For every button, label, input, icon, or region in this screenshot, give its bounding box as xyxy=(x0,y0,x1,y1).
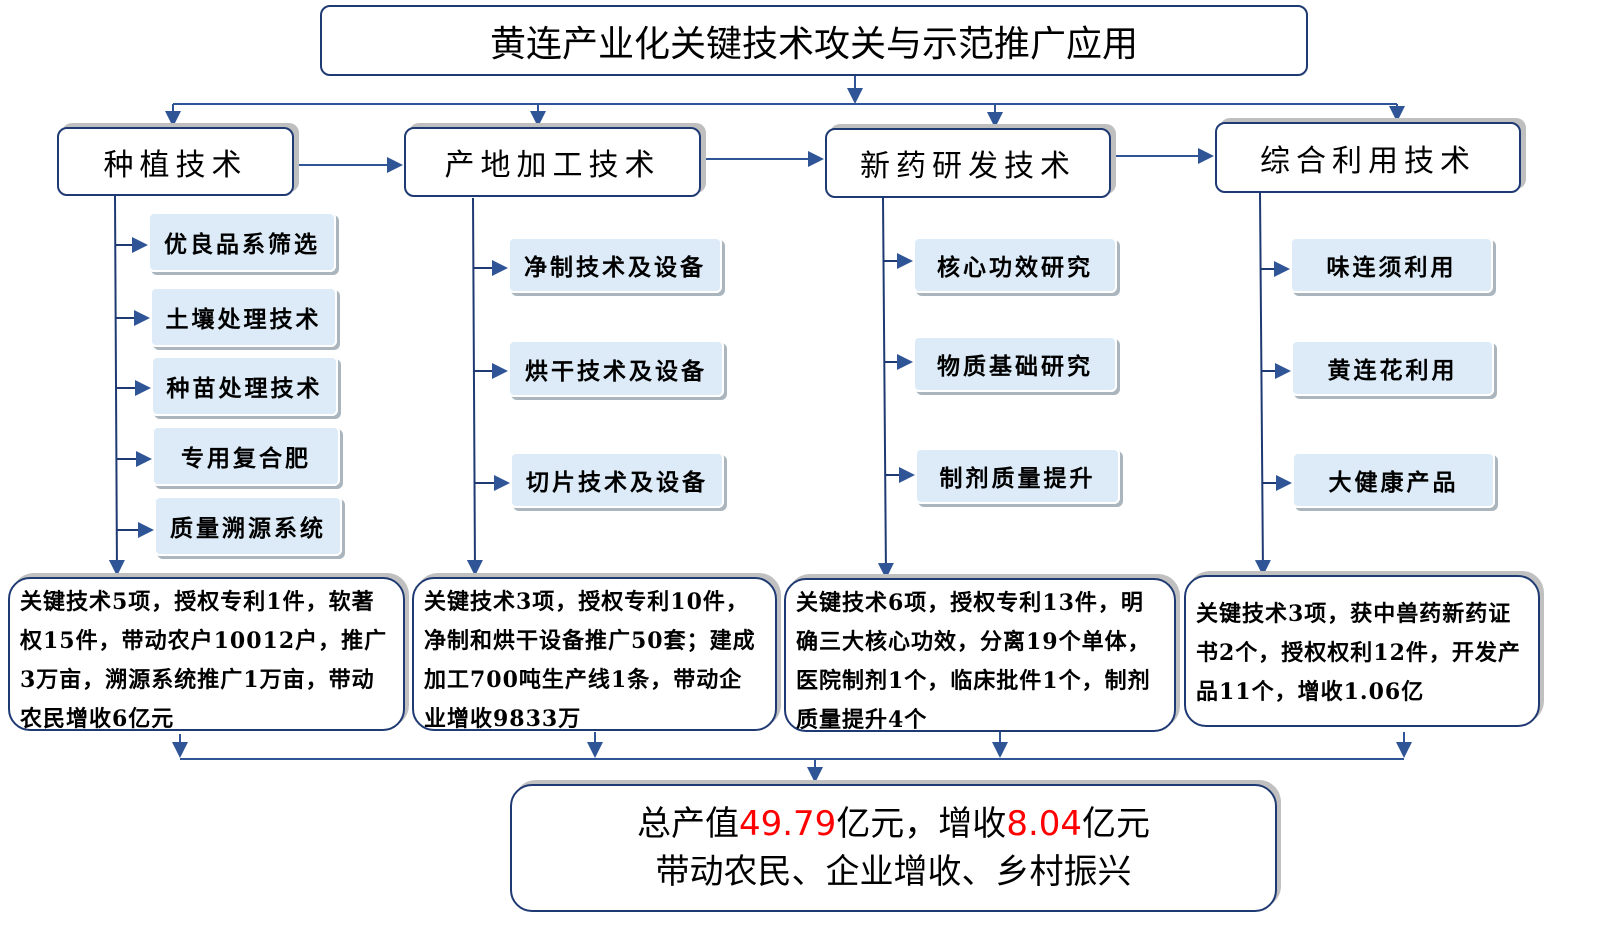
total-output-value: 49.79 xyxy=(738,804,837,844)
sub-item: 黄连花利用 xyxy=(1291,340,1494,396)
category-processing: 产地加工技术 xyxy=(404,127,701,197)
summary-line-2: 带动农民、企业增收、乡村振兴 xyxy=(655,852,1132,892)
sub-item: 核心功效研究 xyxy=(913,237,1117,293)
sub-item: 优良品系筛选 xyxy=(148,212,336,272)
sub-item: 烘干技术及设备 xyxy=(508,340,724,397)
sub-item: 土壤处理技术 xyxy=(150,287,337,347)
sub-item: 物质基础研究 xyxy=(913,336,1117,392)
sub-item: 味连须利用 xyxy=(1290,237,1493,293)
sub-item: 净制技术及设备 xyxy=(508,237,722,293)
sub-item: 切片技术及设备 xyxy=(510,452,724,508)
result-planting: 关键技术5项，授权专利1件，软著权15件，带动农户10012户，推广3万亩，溯源… xyxy=(8,577,405,732)
result-new-drug: 关键技术6项，授权专利13件，明确三大核心功效，分离19个单体，医院制剂1个，临… xyxy=(784,578,1176,733)
main-title: 黄连产业化关键技术攻关与示范推广应用 xyxy=(320,5,1308,76)
sub-item: 制剂质量提升 xyxy=(915,448,1120,504)
category-planting: 种植技术 xyxy=(57,127,294,196)
result-utilization: 关键技术3项，获中兽药新药证书2个，授权权利12件，开发产品11个，增收1.06… xyxy=(1184,575,1540,727)
sub-item: 大健康产品 xyxy=(1292,452,1495,508)
category-new-drug: 新药研发技术 xyxy=(825,128,1111,198)
category-utilization: 综合利用技术 xyxy=(1215,122,1521,193)
sub-item: 种苗处理技术 xyxy=(151,356,338,416)
sub-item: 质量溯源系统 xyxy=(154,496,342,556)
summary-line-1: 总产值49.79亿元，增收8.04亿元 xyxy=(636,804,1151,844)
income-increase-value: 8.04 xyxy=(1006,804,1083,844)
summary-box: 总产值49.79亿元，增收8.04亿元 带动农民、企业增收、乡村振兴 xyxy=(510,784,1277,912)
sub-item: 专用复合肥 xyxy=(152,426,340,486)
result-processing: 关键技术3项，授权专利10件，净制和烘干设备推广50套；建成加工700吨生产线1… xyxy=(412,577,777,732)
